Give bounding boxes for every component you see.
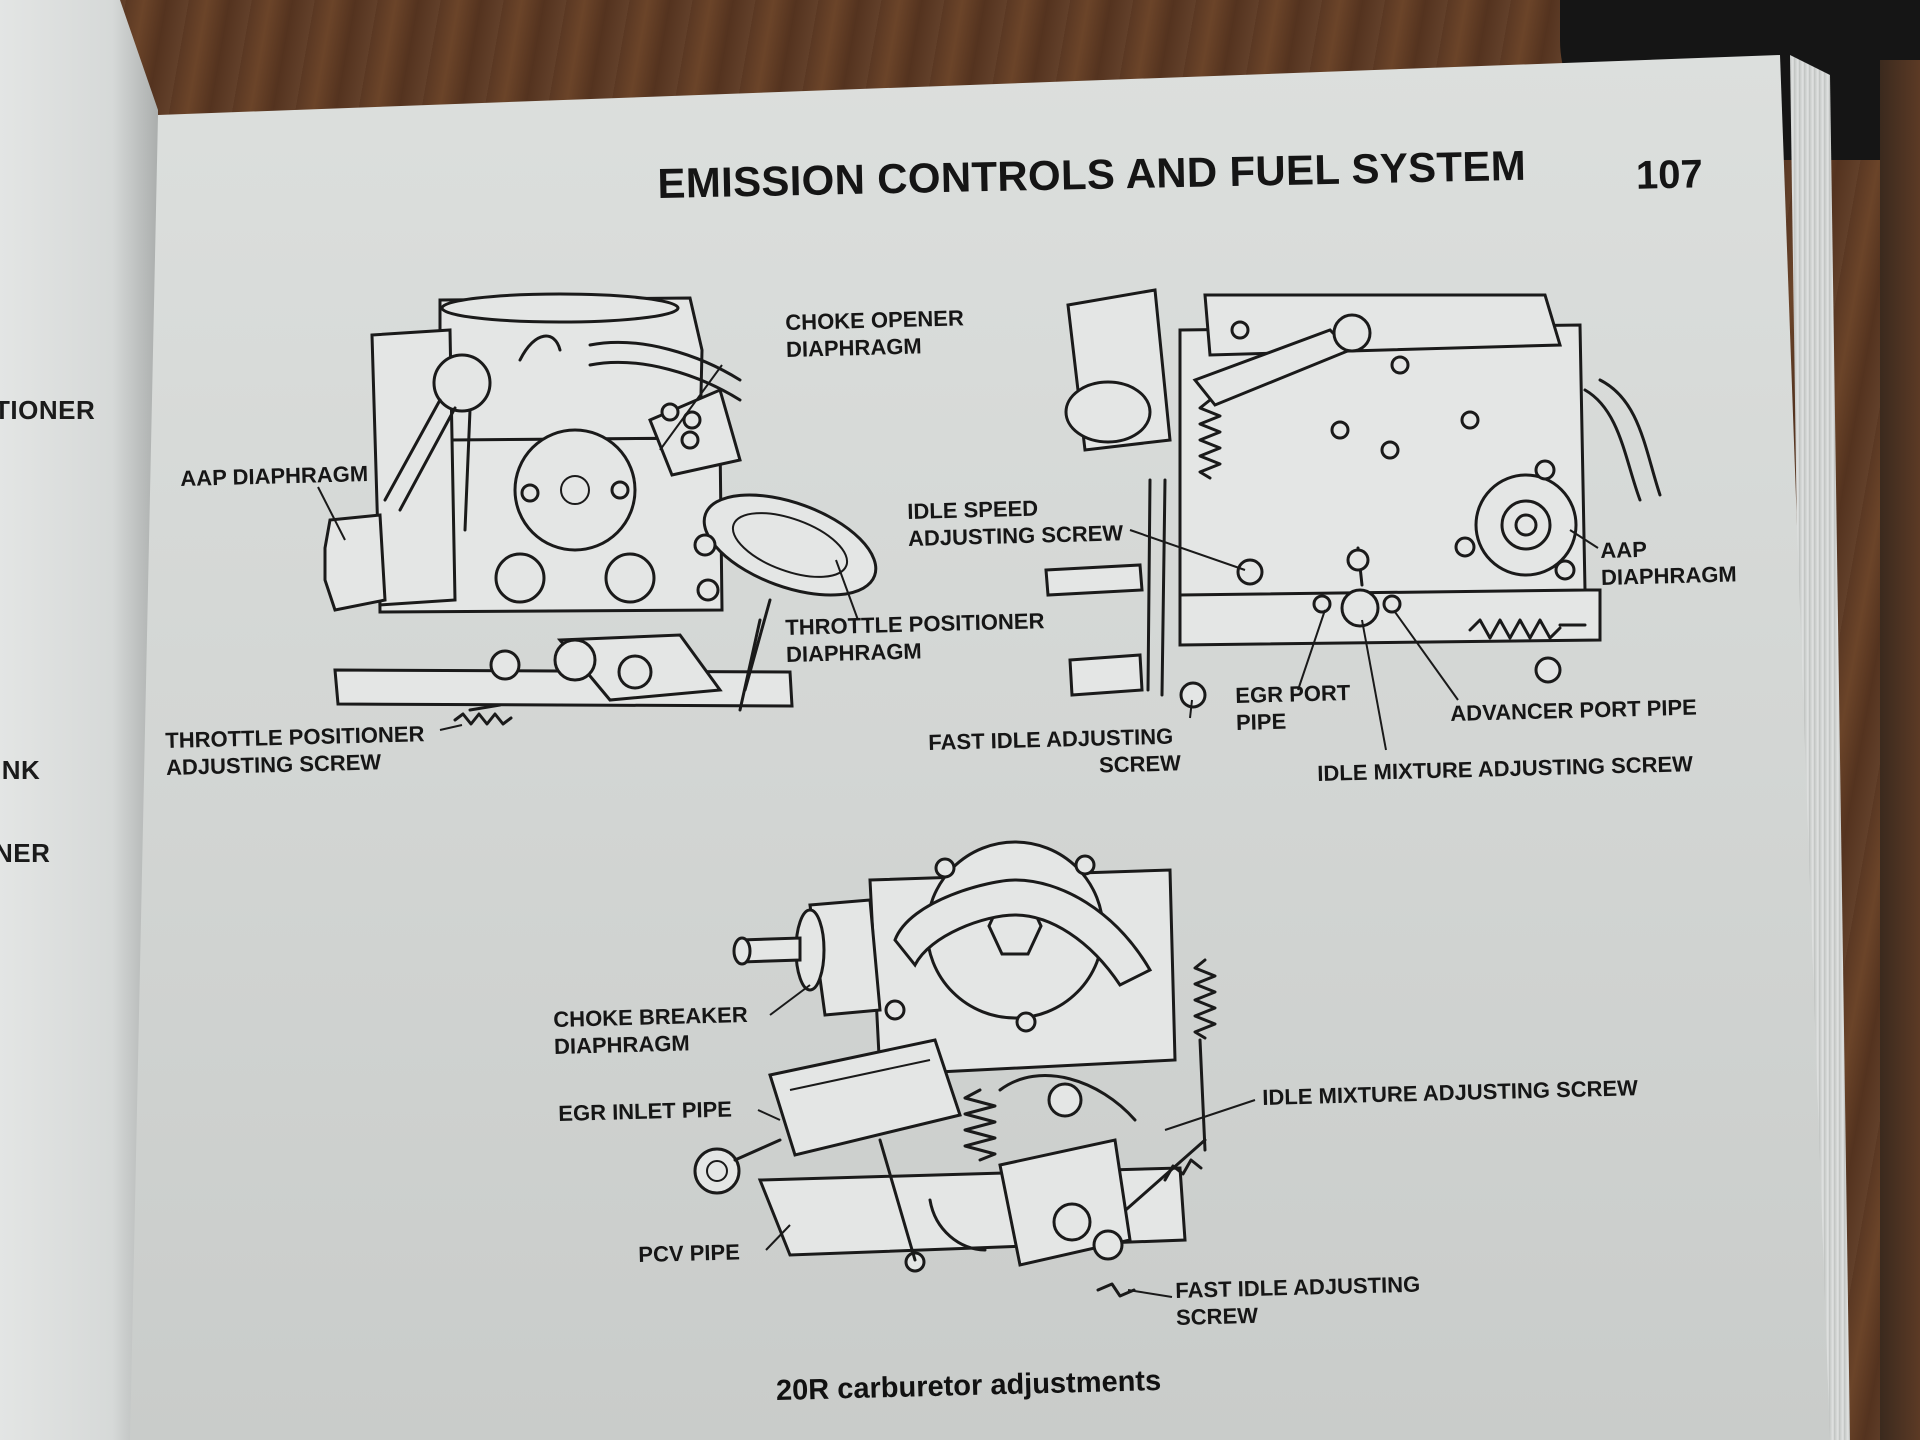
- label-throttle-positioner-adjusting-screw: THROTTLE POSITIONER ADJUSTING SCREW: [165, 721, 425, 780]
- left-page-fragment: TIONER: [0, 395, 96, 425]
- label-fast-idle-adjusting-screw-bottom: FAST IDLE ADJUSTING SCREW: [1175, 1271, 1421, 1330]
- label-pcv-pipe: PCV PIPE: [638, 1239, 741, 1267]
- label-aap-diaphragm-left: AAP DIAPHRAGM: [180, 461, 369, 491]
- left-page-fragment: INK: [0, 755, 41, 785]
- left-page: TIONER INK NER: [0, 0, 160, 1440]
- table-edge: [1880, 60, 1920, 1440]
- label-choke-opener-diaphragm: CHOKE OPENER DIAPHRAGM: [785, 305, 965, 362]
- label-egr-port-pipe: EGR PORT PIPE: [1235, 679, 1351, 735]
- label-egr-inlet-pipe: EGR INLET PIPE: [558, 1096, 733, 1126]
- label-throttle-positioner-diaphragm: THROTTLE POSITIONER DIAPHRAGM: [785, 608, 1045, 667]
- label-idle-speed-adjusting-screw: IDLE SPEED ADJUSTING SCREW: [907, 495, 1124, 551]
- label-choke-breaker-diaphragm: CHOKE BREAKER DIAPHRAGM: [553, 1001, 748, 1059]
- label-fast-idle-adjusting-screw-top: FAST IDLE ADJUSTING SCREW: [928, 723, 1182, 778]
- left-page-fragment: NER: [0, 838, 51, 868]
- label-aap-diaphragm-right: AAP DIAPHRAGM: [1600, 536, 1738, 590]
